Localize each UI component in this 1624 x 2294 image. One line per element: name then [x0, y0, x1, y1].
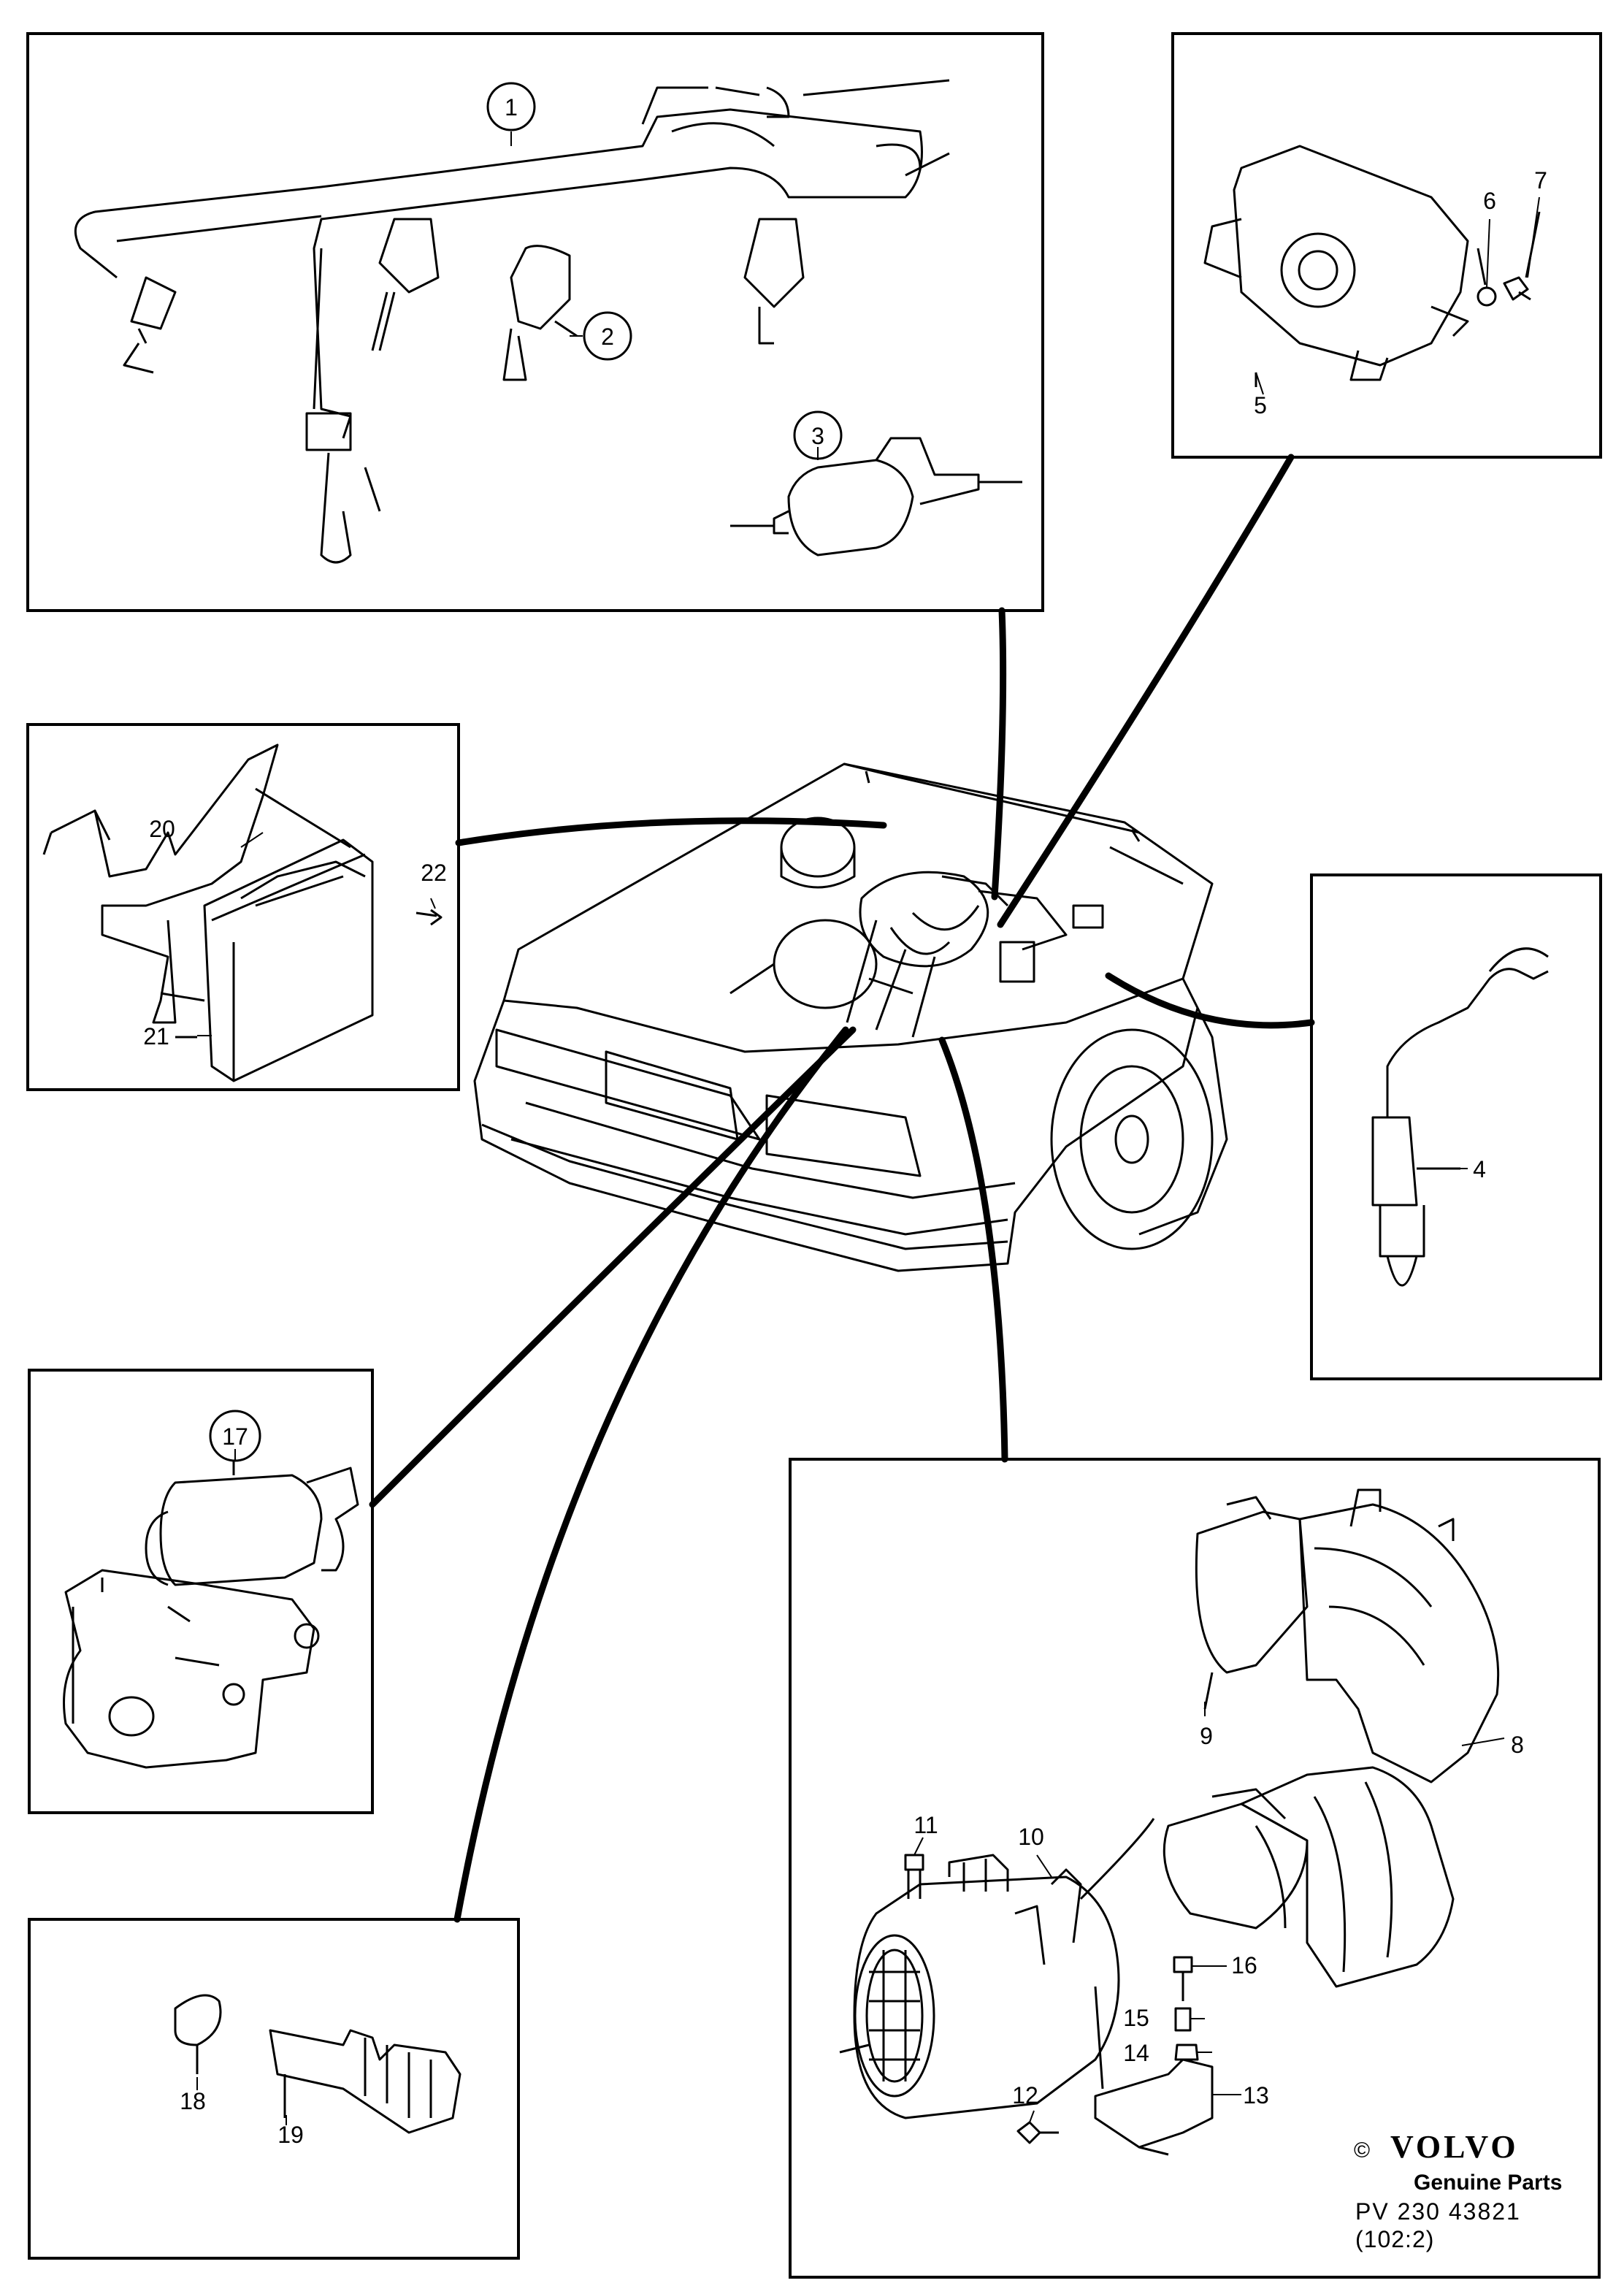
bolt-16 — [1173, 1956, 1193, 2001]
screw-12 — [1016, 2121, 1059, 2144]
label-17: 17 — [222, 1423, 248, 1450]
bracket-13 — [1094, 2058, 1214, 2149]
clamp-lower — [1163, 1802, 1309, 1930]
washer-6 — [1476, 286, 1497, 307]
valve-bracket — [63, 1569, 315, 1769]
label-10: 10 — [1018, 1824, 1044, 1850]
part-labels: 1 2 3 4 5 6 7 8 9 10 11 12 13 14 15 16 1… — [143, 94, 1547, 2148]
callout-leaders — [196, 131, 1540, 2125]
injector-2 — [502, 245, 571, 381]
car-illustration — [473, 762, 1228, 1272]
label-6: 6 — [1483, 188, 1496, 214]
injector-center — [371, 218, 440, 351]
label-8: 8 — [1511, 1732, 1524, 1758]
fuel-rail — [74, 108, 923, 439]
lambda-sensor-group — [1371, 947, 1549, 1287]
temp-sensor-group — [174, 1994, 461, 2134]
connector-leaders — [369, 454, 1315, 1923]
screw-22 — [415, 909, 443, 926]
label-9: 9 — [1200, 1723, 1213, 1749]
inset-throttle-switch — [1171, 32, 1602, 459]
label-11: 11 — [914, 1812, 938, 1838]
screw-11 — [904, 1854, 924, 1899]
label-5: 5 — [1254, 392, 1267, 418]
injector-right — [743, 218, 805, 345]
label-3: 3 — [811, 423, 824, 449]
volvo-logo: VOLVO — [1390, 2129, 1519, 2165]
label-2: 2 — [601, 324, 614, 350]
bracket-20 — [50, 743, 279, 1024]
line-to-2 — [554, 320, 578, 337]
control-unit-21 — [203, 838, 374, 1082]
label-4: 4 — [1473, 1156, 1486, 1182]
injector-left — [123, 276, 177, 374]
callout-circle-17 — [209, 1410, 261, 1462]
inset-temp-sensor — [28, 1918, 520, 2260]
inset-air-mass-meter — [789, 1458, 1601, 2279]
inset-frames — [26, 32, 1602, 2279]
inset-control-unit — [26, 723, 460, 1091]
nut-14 — [1174, 2043, 1199, 2061]
label-14: 14 — [1123, 2040, 1149, 2066]
label-12: 12 — [1012, 2082, 1038, 2108]
label-18: 18 — [180, 2088, 206, 2114]
label-1: 1 — [505, 94, 518, 121]
fuel-hose-end — [715, 86, 790, 118]
callout-circles — [209, 82, 843, 1462]
lambda-sensor — [1371, 1116, 1425, 1287]
label-20: 20 — [149, 816, 175, 842]
label-16: 16 — [1231, 1952, 1257, 1978]
inset-fuel-rail — [26, 32, 1044, 612]
callout-circle-2 — [583, 311, 632, 361]
idle-valve-group — [63, 1461, 359, 1769]
label-13: 13 — [1243, 2082, 1269, 2108]
throttle-switch-group — [1203, 145, 1541, 387]
group-code: (102:2) — [1355, 2226, 1435, 2252]
idle-valve — [159, 1474, 323, 1586]
callout-circle-1 — [486, 82, 536, 131]
label-7: 7 — [1534, 167, 1547, 194]
label-19: 19 — [277, 2122, 304, 2148]
clamp-upper — [1195, 1510, 1309, 1674]
diagram-reference: PV 230 43821 — [1355, 2198, 1521, 2225]
intake-duct-lower — [1240, 1766, 1455, 1988]
label-15: 15 — [1123, 2005, 1149, 2031]
throttle-switch — [1233, 145, 1469, 367]
callout-circle-3 — [793, 410, 843, 460]
spacer-15 — [1174, 2007, 1192, 2032]
air-mass-meter-group — [839, 1488, 1500, 2156]
temp-sensor-19 — [269, 2029, 461, 2134]
label-22: 22 — [421, 860, 447, 886]
fuel-rail-group — [74, 79, 1022, 564]
inset-lambda-sensor — [1310, 873, 1602, 1380]
copyright-symbol: © — [1354, 2138, 1371, 2163]
brand-block: © VOLVO Genuine Parts PV 230 43821 (102:… — [1348, 2109, 1611, 2263]
air-mass-meter — [853, 1876, 1120, 2119]
intake-duct-upper — [1298, 1503, 1500, 1783]
control-unit-group — [42, 743, 443, 1082]
inset-idle-valve — [28, 1369, 374, 1814]
washer-18 — [174, 1994, 222, 2046]
screw-7 — [1503, 276, 1531, 301]
label-21: 21 — [143, 1023, 169, 1049]
brand-subtitle: Genuine Parts — [1414, 2171, 1563, 2195]
